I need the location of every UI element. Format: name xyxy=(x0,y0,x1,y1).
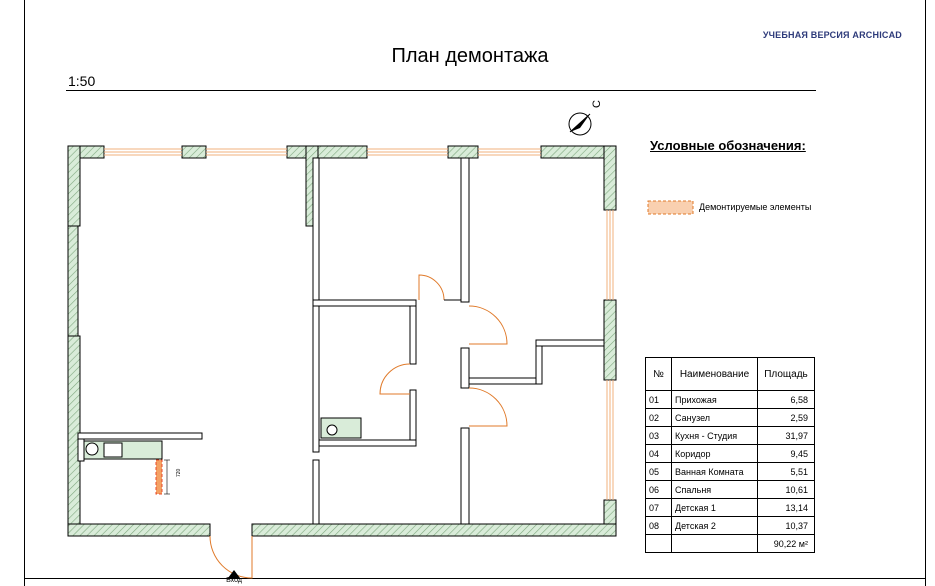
row-area: 31,97 xyxy=(757,426,815,445)
north-label: С xyxy=(591,100,603,108)
wall-top-pier-1 xyxy=(181,145,207,159)
table-row: 08 Детская 2 10,37 xyxy=(645,516,815,535)
header-name: Наименование xyxy=(671,357,758,391)
table-row: 01 Прихожая 6,58 xyxy=(645,390,815,409)
header-area: Площадь xyxy=(757,357,815,391)
wall-bottom-left xyxy=(67,523,211,537)
table-header-row: № Наименование Площадь xyxy=(645,357,815,391)
fixtures xyxy=(83,417,362,460)
row-name: Санузел xyxy=(671,408,758,427)
row-name: Спальня xyxy=(671,480,758,499)
windows xyxy=(104,148,614,500)
row-name: Коридор xyxy=(671,444,758,463)
row-number: 08 xyxy=(645,516,672,535)
row-name: Кухня - Студия xyxy=(671,426,758,445)
row-area: 10,61 xyxy=(757,480,815,499)
dimension-label: 720 xyxy=(176,468,182,477)
row-name: Детская 1 xyxy=(671,498,758,517)
wall-top-pier-2 xyxy=(286,145,368,159)
row-name: Прихожая xyxy=(671,390,758,409)
table-row: 05 Ванная Комната 5,51 xyxy=(645,462,815,481)
table-row: 03 Кухня - Студия 31,97 xyxy=(645,426,815,445)
sheet-frame-right xyxy=(925,0,926,586)
interior-walls xyxy=(77,157,605,525)
sheet-frame-bottom xyxy=(24,578,926,579)
row-area: 9,45 xyxy=(757,444,815,463)
wall-left-upper xyxy=(67,145,81,227)
demolish-wall-segment xyxy=(155,459,163,495)
doors xyxy=(209,274,508,579)
room-area-table: № Наименование Площадь 01 Прихожая 6,58 … xyxy=(645,357,815,553)
table-row: 06 Спальня 10,61 xyxy=(645,480,815,499)
row-name: Детская 2 xyxy=(671,516,758,535)
north-arrow-icon xyxy=(568,112,592,136)
watermark: УЧЕБНАЯ ВЕРСИЯ ARCHICAD xyxy=(762,30,902,40)
table-row: 02 Санузел 2,59 xyxy=(645,408,815,427)
row-number: 03 xyxy=(645,426,672,445)
wall-right-mid xyxy=(603,299,617,381)
entrance-arrow-icon xyxy=(228,570,240,578)
title-underline xyxy=(66,90,816,91)
legend-item-label: Демонтируемые элементы xyxy=(699,202,812,212)
exterior-walls xyxy=(67,145,617,537)
door-arc-4 xyxy=(468,387,508,427)
row-number: 02 xyxy=(645,408,672,427)
legend-title: Условные обозначения: xyxy=(650,138,806,153)
row-area: 6,58 xyxy=(757,390,815,409)
wall-left-mid xyxy=(67,225,79,337)
sheet-frame-left xyxy=(24,0,25,586)
row-area: 5,51 xyxy=(757,462,815,481)
row-number: 01 xyxy=(645,390,672,409)
legend-swatch xyxy=(647,200,694,215)
row-area: 13,14 xyxy=(757,498,815,517)
page-title: План демонтажа xyxy=(391,45,549,67)
table-row: 07 Детская 1 13,14 xyxy=(645,498,815,517)
wall-bottom-right xyxy=(251,523,617,537)
door-arc-entrance xyxy=(209,535,253,579)
wall-top-pier-3 xyxy=(447,145,479,159)
row-number: 07 xyxy=(645,498,672,517)
row-number: 06 xyxy=(645,480,672,499)
table-total-row: 90,22 м² xyxy=(645,534,815,553)
wall-right-upper xyxy=(603,145,617,211)
table-row: 04 Коридор 9,45 xyxy=(645,444,815,463)
door-arc-1 xyxy=(418,274,445,301)
row-number: 05 xyxy=(645,462,672,481)
row-number: 04 xyxy=(645,444,672,463)
row-area: 10,37 xyxy=(757,516,815,535)
entrance-label: Вход xyxy=(226,577,242,584)
scale-label: 1:50 xyxy=(68,73,96,89)
total-area: 90,22 м² xyxy=(757,534,815,553)
door-arc-3 xyxy=(379,363,411,395)
dimension-line xyxy=(164,459,170,495)
header-number: № xyxy=(645,357,672,391)
door-arc-2 xyxy=(468,305,508,345)
row-area: 2,59 xyxy=(757,408,815,427)
row-name: Ванная Комната xyxy=(671,462,758,481)
